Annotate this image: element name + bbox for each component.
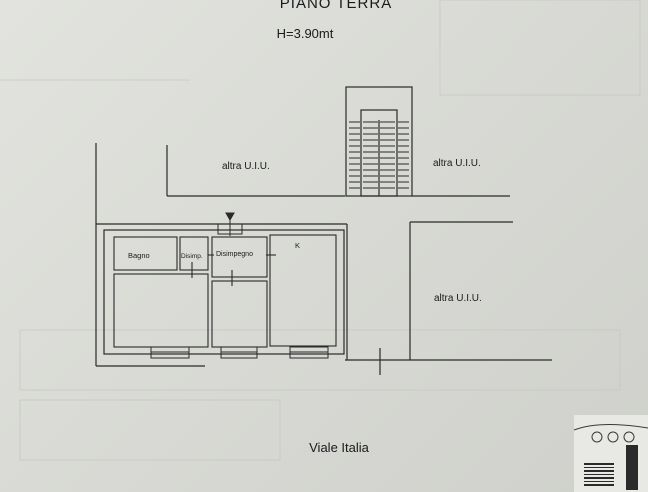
room-front-center <box>211 280 268 348</box>
label-neighbor-upper-right: altra U.I.U. <box>433 158 481 169</box>
stamp-seal-icon <box>573 415 648 492</box>
room-bagno <box>113 236 178 271</box>
room-disimpegno <box>211 236 268 278</box>
label-neighbor-upper-left: altra U.I.U. <box>222 161 270 172</box>
room-front-left <box>113 273 209 348</box>
wall-lines <box>95 86 552 375</box>
entrance-marker-icon <box>217 212 243 236</box>
street-label: Viale Italia <box>309 440 370 455</box>
background-ghost-marks <box>0 0 641 461</box>
windows <box>150 346 329 359</box>
label-bagno: Bagno <box>128 251 150 260</box>
stair-treads <box>349 121 409 189</box>
height-label: H=3.90mt <box>277 26 334 41</box>
floor-title: PIANO TERRA <box>280 0 392 12</box>
room-disimp-small <box>179 236 209 271</box>
label-disimp-small: Disimp. <box>181 253 203 260</box>
room-kitchen <box>269 234 337 347</box>
label-neighbor-right: altra U.I.U. <box>434 293 482 304</box>
label-disimpegno: Disimpegno <box>216 251 253 258</box>
label-kitchen: K <box>295 241 300 250</box>
